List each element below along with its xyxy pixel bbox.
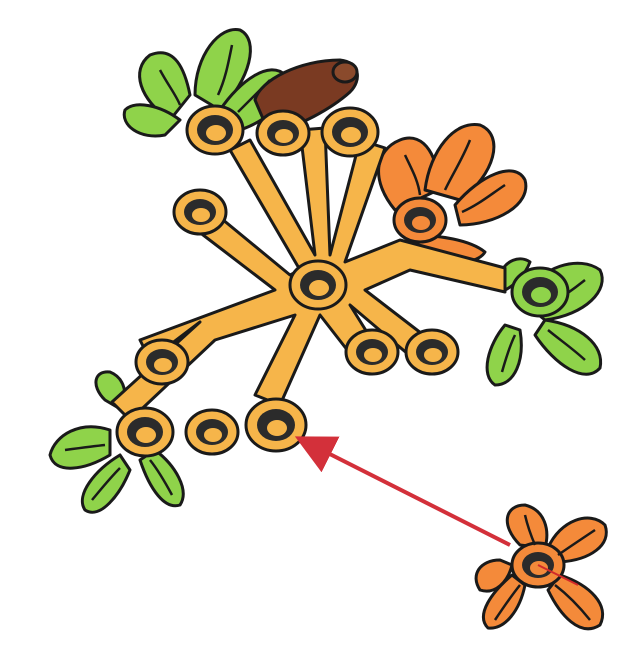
stud-top-2 bbox=[257, 111, 309, 155]
stud-right-leaf bbox=[512, 268, 568, 316]
stud-bottom-left bbox=[117, 408, 173, 456]
stud-left-mid bbox=[136, 340, 188, 384]
stud-target bbox=[246, 399, 306, 451]
stud-left-upper bbox=[174, 190, 226, 234]
stud-lower-mid-1 bbox=[346, 330, 398, 374]
stud-bottom-2 bbox=[186, 410, 238, 454]
stud-lower-mid-2 bbox=[406, 330, 458, 374]
attach-arrow bbox=[302, 440, 510, 545]
stud-top-3 bbox=[322, 108, 378, 156]
orange-flower-new-part bbox=[476, 505, 606, 629]
stud-top-left-1 bbox=[187, 106, 243, 154]
stud-flower-center bbox=[394, 198, 446, 242]
stud-center bbox=[290, 261, 346, 309]
